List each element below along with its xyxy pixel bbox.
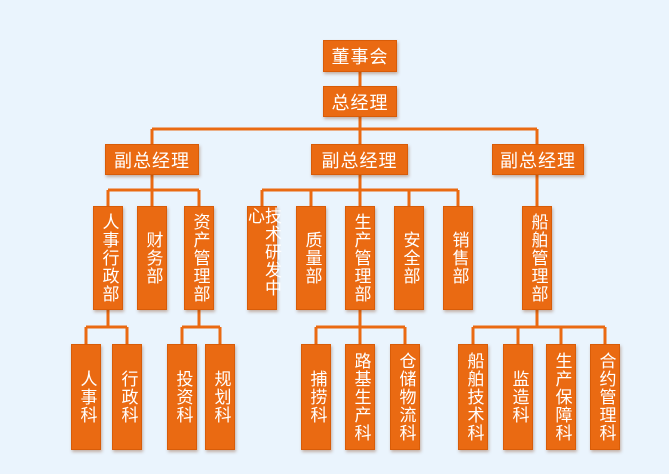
section-contract-mgmt-box: 合约管理科 xyxy=(590,344,620,450)
section-personnel-box: 人事科 xyxy=(71,344,101,450)
dept-safety-box: 安全部 xyxy=(394,206,424,310)
dept-rnd-center-box: 技术研发中心 xyxy=(244,206,281,310)
section-supervision-box: 监造科 xyxy=(503,344,533,450)
board-box: 董事会 xyxy=(323,40,397,72)
deputy-gm-box-2: 副总经理 xyxy=(311,144,408,175)
section-roadbase-production-box: 路基生产科 xyxy=(345,344,375,450)
section-fishing-box: 捕捞科 xyxy=(301,344,331,450)
deputy-gm-box-1: 副总经理 xyxy=(105,144,199,175)
section-storage-logistics-box: 仓储物流科 xyxy=(390,344,420,450)
dept-sales-box: 销售部 xyxy=(443,206,473,310)
section-production-support-box: 生产保障科 xyxy=(546,344,576,450)
dept-quality-box: 质量部 xyxy=(296,206,326,310)
section-admin-box: 行政科 xyxy=(112,344,142,450)
dept-ship-mgmt-box: 船舶管理部 xyxy=(522,206,552,310)
dept-production-mgmt-box: 生产管理部 xyxy=(345,206,375,310)
deputy-gm-box-3: 副总经理 xyxy=(492,144,584,175)
dept-finance-box: 财务部 xyxy=(137,206,167,310)
general-manager-box: 总经理 xyxy=(323,86,397,117)
section-planning-box: 规划科 xyxy=(205,344,235,450)
dept-asset-mgmt-box: 资产管理部 xyxy=(184,206,214,310)
section-ship-tech-box: 船舶技术科 xyxy=(458,344,488,450)
dept-hr-admin-box: 人事行政部 xyxy=(93,206,123,310)
section-investment-box: 投资科 xyxy=(167,344,197,450)
